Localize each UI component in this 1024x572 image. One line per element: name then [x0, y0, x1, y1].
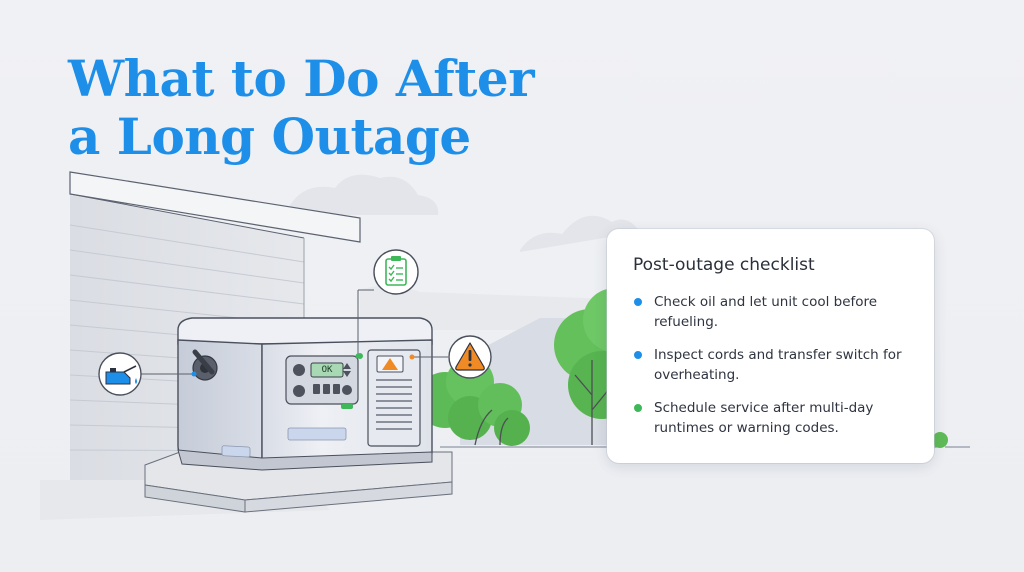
oil-can-icon [98, 352, 142, 396]
checklist-item: Check oil and let unit cool before refue… [633, 292, 910, 332]
checklist-item-text: Inspect cords and transfer switch for ov… [654, 347, 902, 383]
bullet-dot-icon [634, 404, 642, 412]
checklist-item-text: Schedule service after multi-day runtime… [654, 400, 874, 436]
bullet-dot-icon [634, 351, 642, 359]
title-line-1: What to Do After [68, 49, 535, 108]
checklist-item-text: Check oil and let unit cool before refue… [654, 294, 878, 330]
page-title: What to Do After a Long Outage [68, 49, 535, 166]
generator-display: OK [311, 363, 343, 377]
bullet-dot-icon [634, 298, 642, 306]
generator-unit [177, 317, 433, 471]
generator-display-text: OK [321, 365, 333, 375]
checklist-card: Post-outage checklist Check oil and let … [607, 229, 934, 463]
callout-connectors [140, 289, 448, 375]
checklist-heading: Post-outage checklist [633, 255, 815, 275]
warning-triangle-icon [448, 335, 492, 379]
checklist-item: Inspect cords and transfer switch for ov… [633, 345, 910, 385]
title-line-2: a Long Outage [68, 107, 471, 166]
checklist-item: Schedule service after multi-day runtime… [633, 398, 910, 438]
clipboard-checklist-icon [373, 249, 419, 295]
